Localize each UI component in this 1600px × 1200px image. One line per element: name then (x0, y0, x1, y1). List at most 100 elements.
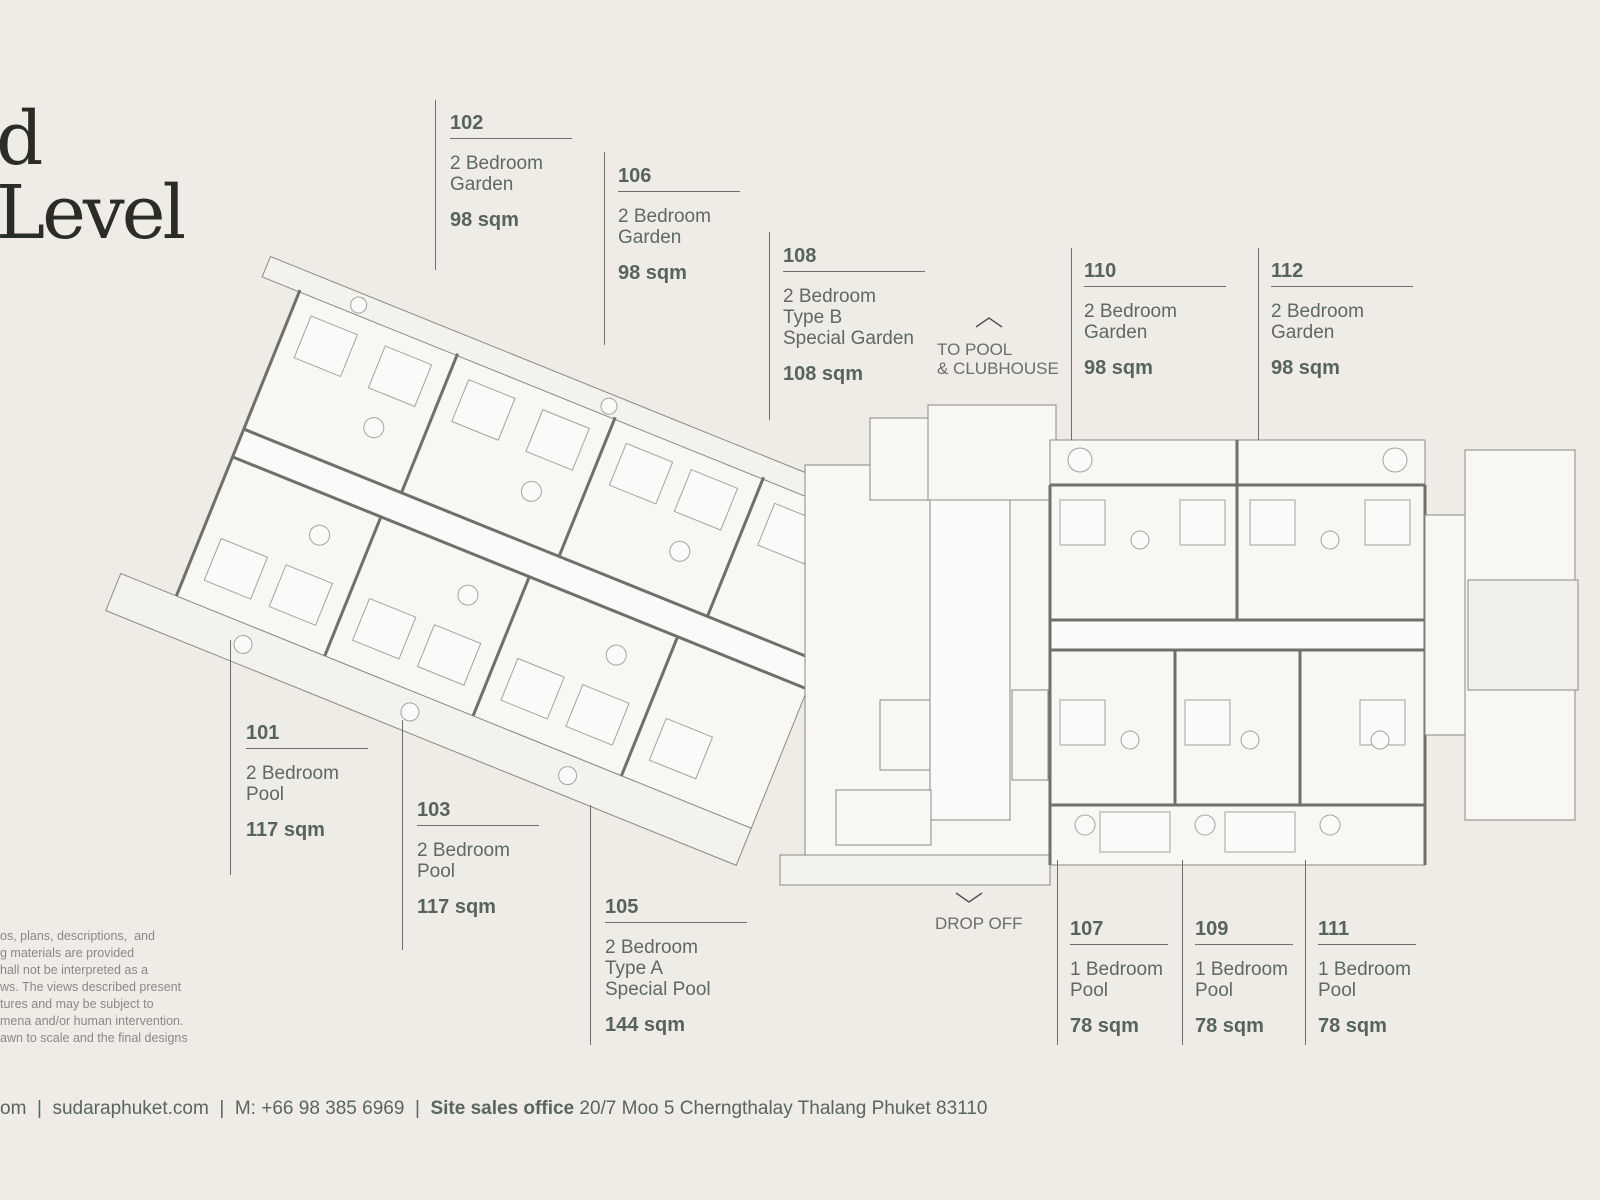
pool-clubhouse-direction: TO POOL & CLUBHOUSE (937, 316, 1059, 378)
leader-line-112 (1258, 248, 1259, 440)
unit-type: Garden (1084, 322, 1148, 343)
lobby-corridor (929, 499, 1011, 821)
unit-label-102[interactable]: 102 2 Bedroom Garden 98 sqm (450, 112, 572, 232)
unit-number: 112 (1271, 260, 1413, 287)
footer-contact: om | sudaraphuket.com | M: +66 98 385 69… (0, 1098, 987, 1120)
unit-label-103[interactable]: 103 2 Bedroom Pool 117 sqm (417, 799, 539, 919)
unit-area: 78 sqm (1070, 1015, 1139, 1037)
east-unit-walls (1048, 440, 1427, 865)
footer-mobile[interactable]: M: +66 98 385 6969 (234, 1098, 405, 1119)
leader-line-111 (1305, 860, 1306, 1045)
unit-label-109[interactable]: 109 1 Bedroom Pool 78 sqm (1195, 918, 1293, 1038)
unit-type: 1 Bedroom (1070, 959, 1163, 980)
unit-label-112[interactable]: 112 2 Bedroom Garden 98 sqm (1271, 260, 1413, 380)
unit-area: 117 sqm (417, 896, 496, 918)
unit-area: 78 sqm (1195, 1015, 1264, 1037)
leader-line-110 (1071, 248, 1072, 440)
unit-type: Pool (246, 784, 285, 805)
unit-area: 98 sqm (450, 209, 519, 231)
unit-type: 2 Bedroom (1084, 301, 1177, 322)
unit-label-111[interactable]: 111 1 Bedroom Pool 78 sqm (1318, 918, 1416, 1038)
unit-type: Pool (417, 861, 456, 882)
page-title-line2: Level (0, 170, 186, 256)
unit-type: 1 Bedroom (1195, 959, 1288, 980)
separator: | (414, 1098, 420, 1119)
unit-label-105[interactable]: 105 2 Bedroom Type A Special Pool 144 sq… (605, 896, 747, 1037)
unit-area: 78 sqm (1318, 1015, 1387, 1037)
unit-area: 98 sqm (1271, 357, 1340, 379)
leader-line-109 (1182, 860, 1183, 1045)
unit-number: 110 (1084, 260, 1226, 287)
unit-type: Garden (1271, 322, 1335, 343)
unit-type: 2 Bedroom (246, 763, 339, 784)
leader-line-106 (604, 152, 605, 345)
unit-number: 102 (450, 112, 572, 139)
unit-number: 111 (1318, 918, 1416, 945)
unit-type: 1 Bedroom (1318, 959, 1411, 980)
unit-type: 2 Bedroom (605, 937, 698, 958)
leader-line-108 (769, 232, 770, 420)
unit-type: 2 Bedroom (450, 153, 543, 174)
direction-text: TO POOL (937, 340, 1013, 359)
unit-type: 2 Bedroom (417, 840, 510, 861)
unit-number: 107 (1070, 918, 1168, 945)
unit-number: 101 (246, 722, 368, 749)
unit-type: Special Pool (605, 979, 711, 1000)
leader-line-105 (590, 805, 591, 1045)
footer-email[interactable]: om (0, 1098, 27, 1119)
unit-area: 117 sqm (246, 819, 325, 841)
unit-label-108[interactable]: 108 2 Bedroom Type B Special Garden 108 … (783, 245, 925, 386)
unit-label-107[interactable]: 107 1 Bedroom Pool 78 sqm (1070, 918, 1168, 1038)
disclaimer-text: os, plans, descriptions, and g materials… (0, 929, 188, 1045)
unit-type: Special Garden (783, 328, 914, 349)
drop-off-direction: DROP OFF (935, 892, 1023, 933)
unit-area: 98 sqm (1084, 357, 1153, 379)
unit-number: 109 (1195, 918, 1293, 945)
ramp (1467, 579, 1579, 691)
page-title-line1: d (0, 96, 43, 182)
leader-line-107 (1057, 860, 1058, 1045)
west-wing (105, 255, 883, 866)
unit-type: Pool (1318, 980, 1357, 1001)
entry-court (927, 404, 1057, 501)
unit-type: 2 Bedroom (1271, 301, 1364, 322)
unit-label-106[interactable]: 106 2 Bedroom Garden 98 sqm (618, 165, 740, 285)
east-furniture (1059, 447, 1411, 853)
unit-label-101[interactable]: 101 2 Bedroom Pool 117 sqm (246, 722, 368, 842)
direction-text: & CLUBHOUSE (937, 359, 1059, 378)
unit-type: Type B (783, 307, 843, 328)
east-corridor (1049, 619, 1426, 651)
lift-shaft (869, 417, 931, 501)
leader-line-102 (435, 100, 436, 270)
unit-area: 98 sqm (618, 262, 687, 284)
stair (879, 699, 931, 771)
footer-office-label: Site sales office (430, 1098, 575, 1119)
unit-type: 2 Bedroom (618, 206, 711, 227)
link-bridge (1424, 514, 1466, 736)
unit-type: Garden (618, 227, 682, 248)
direction-text: DROP OFF (935, 914, 1023, 933)
unit-type: 2 Bedroom (783, 286, 876, 307)
drop-off-canopy (835, 789, 932, 846)
leader-line-103 (402, 720, 403, 950)
chevron-down-icon (955, 892, 983, 903)
furniture (203, 296, 822, 786)
drop-off-apron (779, 854, 1051, 886)
lift (1011, 689, 1049, 781)
footer-website[interactable]: sudaraphuket.com (52, 1098, 209, 1119)
unit-walls (174, 289, 820, 777)
separator: | (36, 1098, 42, 1119)
footer-office-address: 20/7 Moo 5 Cherngthalay Thalang Phuket 8… (579, 1098, 988, 1119)
unit-type: Type A (605, 958, 664, 979)
south-pool-deck (105, 572, 752, 866)
unit-type: Garden (450, 174, 514, 195)
unit-area: 108 sqm (783, 363, 864, 385)
separator: | (219, 1098, 225, 1119)
unit-number: 106 (618, 165, 740, 192)
unit-type: Pool (1195, 980, 1234, 1001)
unit-area: 144 sqm (605, 1014, 686, 1036)
unit-number: 105 (605, 896, 747, 923)
unit-label-110[interactable]: 110 2 Bedroom Garden 98 sqm (1084, 260, 1226, 380)
unit-number: 108 (783, 245, 925, 272)
